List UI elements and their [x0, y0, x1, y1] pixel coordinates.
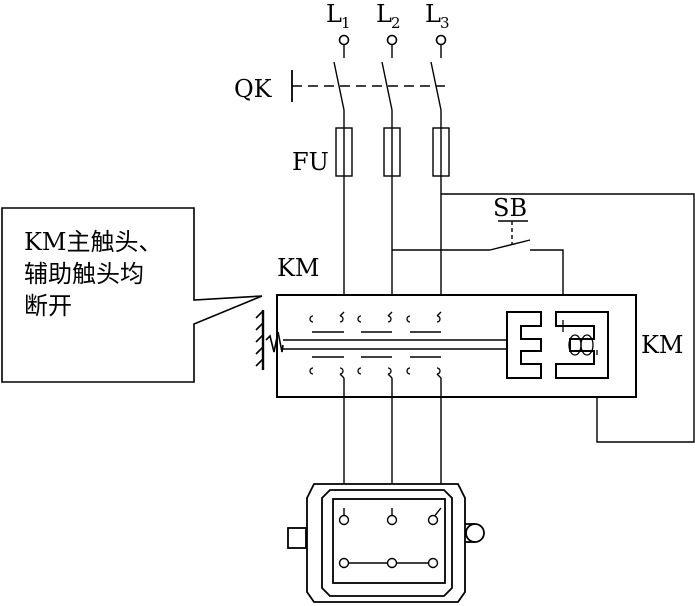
km-right-label: KM: [641, 331, 684, 359]
callout-line-2: 辅助触头均: [24, 260, 144, 288]
terminal-box: [332, 498, 446, 584]
callout-box: [1, 207, 263, 383]
sb-pushbutton: [498, 220, 528, 245]
supply-terminals: [338, 34, 447, 46]
qk-knife-switch: [291, 45, 445, 128]
line-label-l1: L 1: [326, 0, 351, 32]
armature: [506, 311, 542, 379]
line-l1-letter: L: [326, 0, 342, 28]
coil-winding: [562, 320, 598, 356]
line-l1-subscript: 1: [341, 14, 351, 32]
motor-shaft: [287, 527, 307, 549]
contactor-moving-bar: [283, 331, 521, 358]
return-spring: [255, 310, 284, 370]
fu-fuses: [335, 127, 450, 177]
terminal-l2: [386, 34, 398, 46]
km-top-label: KM: [277, 254, 320, 282]
terminal-l3: [435, 34, 447, 46]
callout-text: KM主触头、 辅助触头均 断开: [24, 226, 194, 322]
line-label-l2: L 2: [376, 0, 401, 32]
line-label-l3: L 3: [425, 0, 450, 32]
terminal-l1: [338, 34, 350, 46]
motor-terminals: [338, 507, 442, 569]
motor-fan-cap: [465, 523, 485, 543]
fu-label: FU: [292, 148, 329, 176]
line-l2-subscript: 2: [391, 14, 401, 32]
upper-contacts: [309, 311, 442, 323]
motor: [287, 483, 485, 603]
sb-label: SB: [493, 194, 527, 222]
qk-label: QK: [234, 75, 273, 103]
lower-contacts: [309, 367, 442, 379]
line-l3-letter: L: [425, 0, 441, 28]
magnet-core: [555, 311, 609, 379]
line-l3-subscript: 3: [440, 14, 450, 32]
line-l2-letter: L: [376, 0, 392, 28]
feed-lines: [343, 176, 695, 443]
callout-line-3: 断开: [24, 292, 72, 320]
callout-line-1: KM主触头、: [24, 228, 163, 256]
